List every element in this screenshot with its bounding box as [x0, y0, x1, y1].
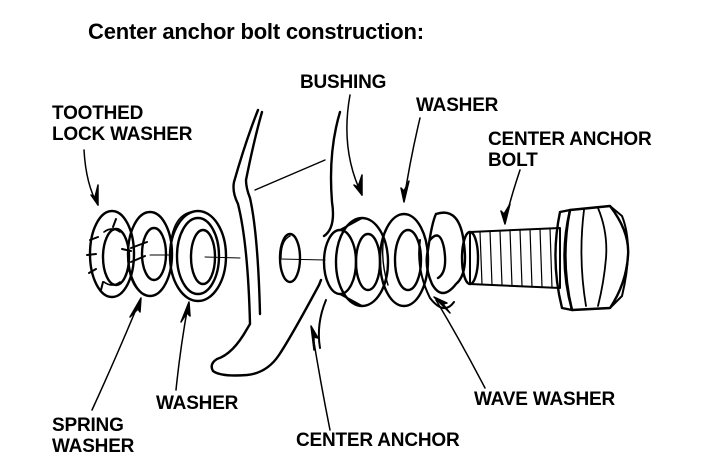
- label-center-anchor-bolt-line2: BOLT: [488, 150, 538, 171]
- leader-lines: [83, 94, 521, 431]
- label-spring-washer-line2: WASHER: [52, 436, 135, 457]
- label-center-anchor-bolt-line1: CENTER ANCHOR: [488, 129, 652, 150]
- label-toothed-lock-washer-line2: LOCK WASHER: [52, 124, 193, 145]
- label-wave-washer: WAVE WASHER: [474, 389, 616, 410]
- label-washer-top: WASHER: [416, 95, 499, 116]
- center-anchor-bolt: [460, 204, 630, 312]
- label-washer-bottom: WASHER: [156, 393, 239, 414]
- toothed-lock-washer: [86, 209, 136, 299]
- spring-washer: [126, 210, 174, 298]
- diagram-title: Center anchor bolt construction:: [88, 19, 424, 44]
- washer-right: [378, 212, 430, 308]
- bracket-hole: [278, 232, 302, 284]
- label-center-anchor: CENTER ANCHOR: [296, 430, 460, 451]
- label-spring-washer-line1: SPRING: [52, 415, 124, 436]
- bushing: [322, 216, 390, 308]
- leader-bushing: [346, 94, 363, 196]
- washer-left: [168, 209, 228, 303]
- label-bushing: BUSHING: [300, 72, 387, 93]
- leader-wave-washer: [435, 299, 486, 389]
- leader-spring-washer: [91, 299, 141, 411]
- label-toothed-lock-washer-line1: TOOTHED: [52, 103, 144, 124]
- center-anchor-bracket: [210, 108, 342, 377]
- wave-washer: [418, 211, 467, 309]
